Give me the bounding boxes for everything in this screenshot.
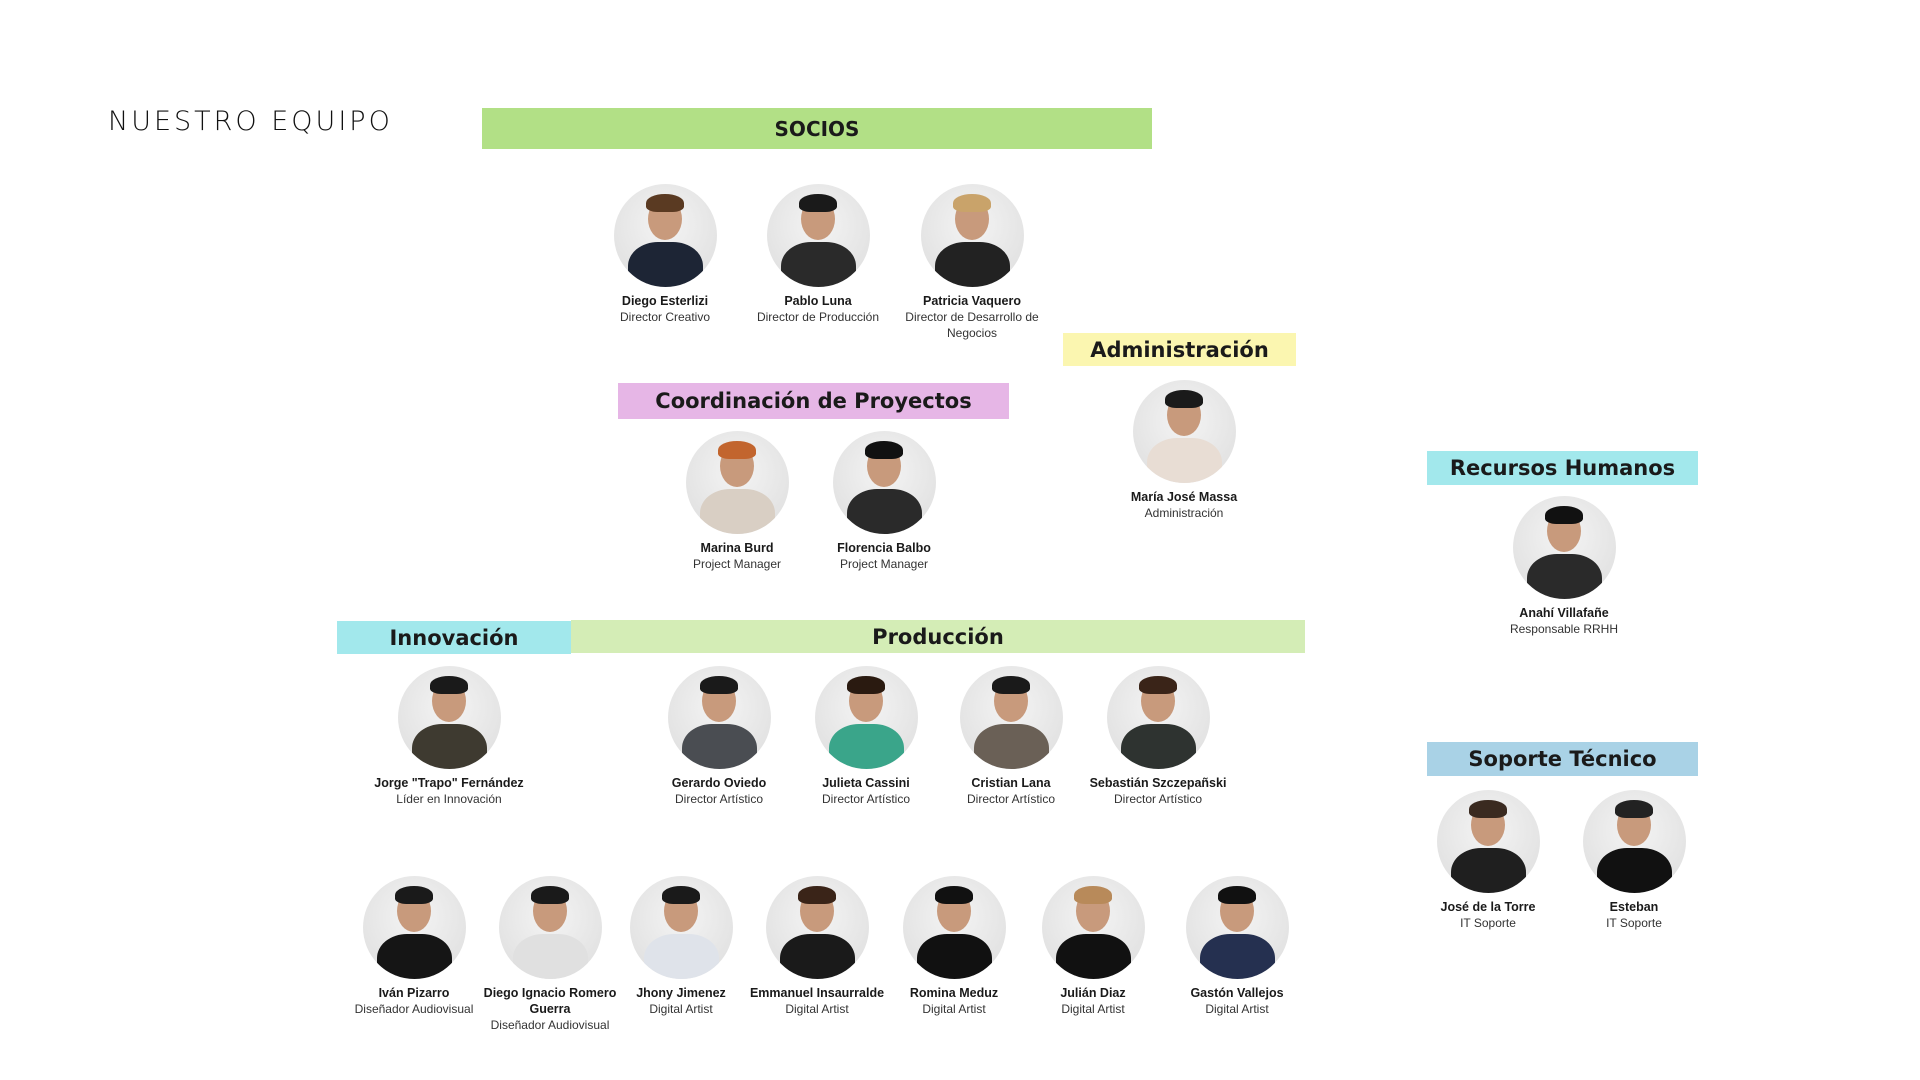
avatar [1106, 666, 1210, 769]
avatar [613, 184, 717, 287]
section-soporte: Soporte Técnico [1427, 742, 1698, 776]
member-role: Diseñador Audiovisual [354, 1002, 474, 1016]
avatar [920, 184, 1024, 287]
avatar [814, 666, 918, 769]
member-role: Digital Artist [1205, 1002, 1269, 1016]
member-role: Project Manager [692, 557, 782, 571]
member-name: Sebastián Szczepañski [1089, 776, 1227, 790]
avatar [1436, 790, 1540, 893]
avatar [667, 666, 771, 769]
avatar [498, 876, 602, 979]
member-name: Gerardo Oviedo [671, 776, 767, 790]
team-member-card: Esteban IT Soporte [1559, 790, 1709, 931]
member-name: Pablo Luna [784, 294, 852, 308]
avatar [765, 876, 869, 979]
member-name: Julieta Cassini [822, 776, 910, 790]
member-role: Director Artístico [966, 792, 1056, 806]
member-name: Jhony Jimenez [636, 986, 726, 1000]
member-role: Diseñador Audiovisual [490, 1018, 610, 1032]
avatar [1041, 876, 1145, 979]
section-coordinacion: Coordinación de Proyectos [618, 383, 1009, 419]
member-name: Marina Burd [700, 541, 774, 555]
member-name: Diego Ignacio Romero Guerra [483, 986, 617, 1016]
member-role: Director Artístico [674, 792, 764, 806]
member-name: Jorge "Trapo" Fernández [374, 776, 524, 790]
member-role: Responsable RRHH [1509, 622, 1619, 636]
section-administracion: Administración [1063, 333, 1296, 366]
member-name: Emmanuel Insaurralde [749, 986, 885, 1000]
member-name: Gastón Vallejos [1190, 986, 1284, 1000]
member-role: Director Artístico [1113, 792, 1203, 806]
avatar [362, 876, 466, 979]
member-role: IT Soporte [1606, 916, 1662, 930]
avatar [397, 666, 501, 769]
section-rrhh: Recursos Humanos [1427, 451, 1698, 485]
page-title: NUESTRO EQUIPO [108, 106, 393, 137]
member-role: Digital Artist [649, 1002, 713, 1016]
member-name: Romina Meduz [909, 986, 999, 1000]
member-role: Director Artístico [821, 792, 911, 806]
avatar [1512, 496, 1616, 599]
member-name: Cristian Lana [971, 776, 1051, 790]
avatar [1185, 876, 1289, 979]
avatar [832, 431, 936, 534]
member-role: Director Creativo [619, 310, 711, 324]
member-role: Project Manager [839, 557, 929, 571]
member-name: Julián Diaz [1060, 986, 1126, 1000]
avatar [766, 184, 870, 287]
member-role: Director de Producción [756, 310, 880, 324]
member-role: Digital Artist [922, 1002, 986, 1016]
member-role: Director de Desarrollo de Negocios [905, 310, 1039, 340]
member-name: Esteban [1609, 900, 1659, 914]
avatar [1132, 380, 1236, 483]
member-name: María José Massa [1130, 490, 1238, 504]
member-name: Iván Pizarro [378, 986, 450, 1000]
avatar [1582, 790, 1686, 893]
member-role: Líder en Innovación [396, 792, 502, 806]
section-socios: SOCIOS [482, 108, 1152, 149]
section-produccion: Producción [571, 620, 1305, 653]
section-innovacion: Innovación [337, 621, 571, 654]
avatar [629, 876, 733, 979]
member-role: Digital Artist [1061, 1002, 1125, 1016]
member-name: Florencia Balbo [837, 541, 931, 555]
avatar [685, 431, 789, 534]
member-role: Digital Artist [785, 1002, 849, 1016]
member-role: IT Soporte [1460, 916, 1516, 930]
member-name: Patricia Vaquero [923, 294, 1021, 308]
member-name: Diego Esterlizi [621, 294, 709, 308]
member-name: José de la Torre [1440, 900, 1536, 914]
team-member-card: José de la Torre IT Soporte [1413, 790, 1563, 931]
avatar [959, 666, 1063, 769]
member-name: Anahí Villafañe [1519, 606, 1609, 620]
avatar [902, 876, 1006, 979]
member-role: Administración [1144, 506, 1224, 520]
